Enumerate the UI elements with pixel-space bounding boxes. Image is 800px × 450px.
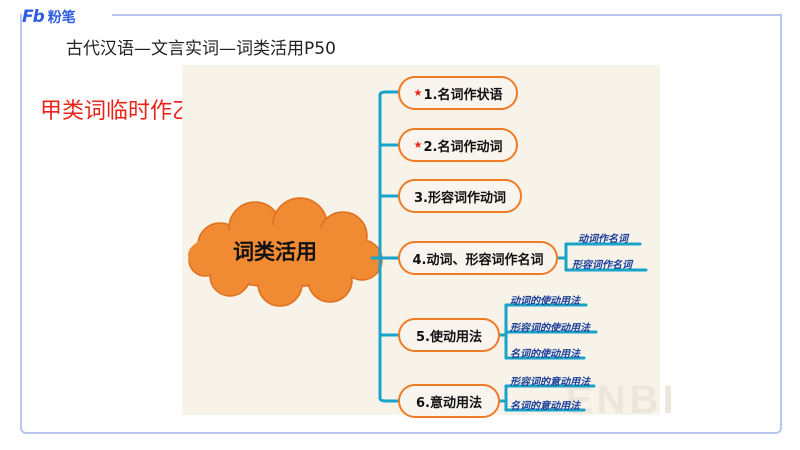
branch-label: 1.名词作状语 [423, 87, 503, 103]
branch-node-2: ★2.名词作动词 [398, 128, 518, 162]
slide-frame [20, 14, 782, 434]
branch-label: 4.动词、形容词作名词 [412, 252, 544, 268]
star-icon: ★ [413, 139, 423, 151]
branch-node-1: ★1.名词作状语 [398, 76, 518, 110]
leaf-item: 名词的意动用法 [510, 401, 580, 412]
star-icon: ★ [413, 87, 423, 99]
branch-label: 5.使动用法 [416, 329, 482, 345]
leaf-item: 形容词作名词 [572, 260, 632, 271]
branch-label: 3.形容词作动词 [414, 190, 506, 206]
branch-node-3: 3.形容词作动词 [398, 179, 522, 213]
brand-logo: Fb 粉笔 [22, 6, 76, 28]
leaf-item: 动词作名词 [578, 234, 628, 245]
branch-node-5: 5.使动用法 [398, 318, 500, 352]
breadcrumb: 古代汉语—文言实词—词类活用P50 [66, 39, 336, 59]
branch-label: 6.意动用法 [416, 395, 482, 411]
slide-top-rule [112, 14, 782, 16]
branch-label: 2.名词作动词 [423, 139, 503, 155]
brand-mark: Fb [22, 7, 45, 27]
leaf-item: 名词的使动用法 [510, 349, 580, 360]
leaf-item: 形容词的使动用法 [510, 323, 590, 334]
leaf-item: 动词的使动用法 [510, 296, 580, 307]
mindmap-center-label: 词类活用 [233, 240, 317, 264]
brand-name: 粉笔 [47, 10, 76, 26]
leaf-item: 形容词的意动用法 [510, 377, 590, 388]
branch-node-6: 6.意动用法 [398, 384, 500, 418]
branch-node-4: 4.动词、形容词作名词 [398, 241, 558, 275]
